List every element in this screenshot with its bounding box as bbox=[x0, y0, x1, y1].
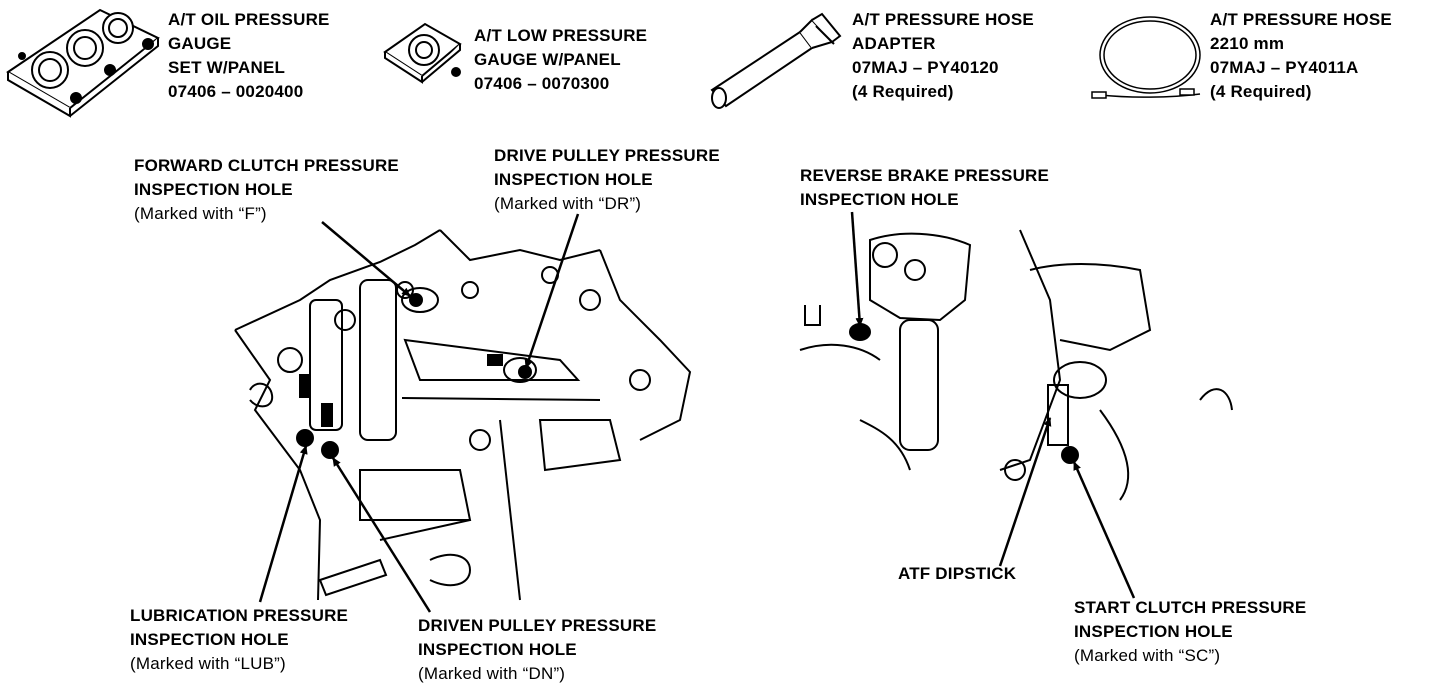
oil-pressure-gauge-set-label: A/T OIL PRESSURE GAUGE SET W/PANEL 07406… bbox=[168, 8, 330, 104]
pressure-hose-adapter-illustration bbox=[710, 12, 842, 109]
callout-note: (Marked with “DN”) bbox=[418, 664, 566, 683]
forward-clutch-callout: FORWARD CLUTCH PRESSURE INSPECTION HOLE … bbox=[134, 154, 399, 226]
low-pressure-gauge-illustration bbox=[383, 22, 462, 84]
callout-title: INSPECTION HOLE bbox=[418, 640, 577, 659]
tool-label-line: SET W/PANEL bbox=[168, 58, 286, 77]
driven-pulley-leader bbox=[331, 457, 432, 613]
tool-label-line: A/T OIL PRESSURE bbox=[168, 10, 330, 29]
tool-part-number: 07406 – 0020400 bbox=[168, 82, 304, 101]
reverse-brake-callout: REVERSE BRAKE PRESSURE INSPECTION HOLE bbox=[800, 164, 1049, 212]
callout-title: ATF DIPSTICK bbox=[898, 564, 1017, 583]
pressure-hose-label: A/T PRESSURE HOSE 2210 mm 07MAJ – PY4011… bbox=[1210, 8, 1392, 104]
start-clutch-leader bbox=[1072, 461, 1136, 599]
driven-pulley-callout: DRIVEN PULLEY PRESSURE INSPECTION HOLE (… bbox=[418, 614, 656, 686]
tool-label-line: GAUGE W/PANEL bbox=[474, 50, 621, 69]
tool-label-line: ADAPTER bbox=[852, 34, 936, 53]
leader-lines bbox=[258, 211, 1136, 613]
pressure-hose-adapter-label: A/T PRESSURE HOSE ADAPTER 07MAJ – PY4012… bbox=[852, 8, 1034, 104]
tool-label-line: 2210 mm bbox=[1210, 34, 1285, 53]
callout-note: (Marked with “LUB”) bbox=[130, 654, 286, 673]
callout-title: LUBRICATION PRESSURE bbox=[130, 606, 349, 625]
drive-pulley-callout: DRIVE PULLEY PRESSURE INSPECTION HOLE (M… bbox=[494, 144, 720, 216]
forward-clutch-leader bbox=[321, 221, 411, 297]
callout-title: INSPECTION HOLE bbox=[494, 170, 653, 189]
tool-label-line: A/T PRESSURE HOSE bbox=[852, 10, 1034, 29]
callout-note: (Marked with “SC”) bbox=[1074, 646, 1221, 665]
transmission-case-right-illustration bbox=[799, 229, 1233, 501]
callout-title: FORWARD CLUTCH PRESSURE bbox=[134, 156, 399, 175]
reverse-brake-leader bbox=[850, 211, 864, 327]
transmission-case-left-illustration bbox=[234, 229, 692, 601]
callout-title: START CLUTCH PRESSURE bbox=[1074, 598, 1307, 617]
start-clutch-callout: START CLUTCH PRESSURE INSPECTION HOLE (M… bbox=[1074, 596, 1306, 668]
atf-dipstick-leader bbox=[998, 417, 1052, 567]
tool-quantity: (4 Required) bbox=[852, 82, 954, 101]
tool-part-number: 07MAJ – PY40120 bbox=[852, 58, 999, 77]
callout-title: DRIVEN PULLEY PRESSURE bbox=[418, 616, 657, 635]
callout-title: DRIVE PULLEY PRESSURE bbox=[494, 146, 720, 165]
tool-label-line: A/T LOW PRESSURE bbox=[474, 26, 648, 45]
tool-part-number: 07MAJ – PY4011A bbox=[1210, 58, 1359, 77]
tool-quantity: (4 Required) bbox=[1210, 82, 1312, 101]
callout-title: INSPECTION HOLE bbox=[1074, 622, 1233, 641]
callout-title: INSPECTION HOLE bbox=[800, 190, 959, 209]
low-pressure-gauge-label: A/T LOW PRESSURE GAUGE W/PANEL 07406 – 0… bbox=[474, 24, 647, 96]
tool-part-number: 07406 – 0070300 bbox=[474, 74, 610, 93]
tool-label-line: A/T PRESSURE HOSE bbox=[1210, 10, 1392, 29]
pressure-hose-illustration bbox=[1091, 16, 1201, 99]
tool-label-line: GAUGE bbox=[168, 34, 232, 53]
callout-title: INSPECTION HOLE bbox=[130, 630, 289, 649]
lubrication-leader bbox=[258, 445, 308, 603]
lubrication-callout: LUBRICATION PRESSURE INSPECTION HOLE (Ma… bbox=[130, 604, 348, 676]
callout-note: (Marked with “F”) bbox=[134, 204, 267, 223]
callout-title: INSPECTION HOLE bbox=[134, 180, 293, 199]
atf-dipstick-callout: ATF DIPSTICK bbox=[898, 562, 1016, 586]
oil-pressure-gauge-set-illustration bbox=[6, 8, 160, 118]
callout-title: REVERSE BRAKE PRESSURE bbox=[800, 166, 1050, 185]
drive-pulley-leader bbox=[524, 213, 580, 369]
callout-note: (Marked with “DR”) bbox=[494, 194, 642, 213]
